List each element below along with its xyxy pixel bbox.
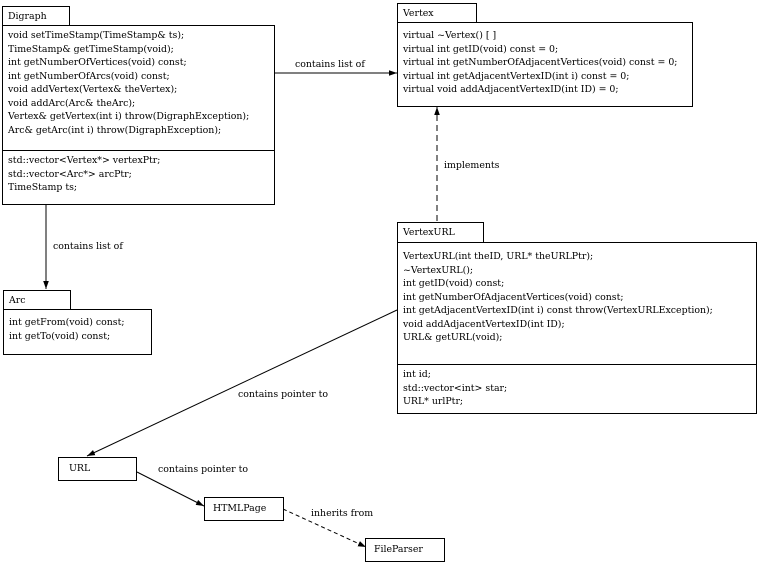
vertexurl-operation: int getAdjacentVertexID(int i) const thr… [403, 305, 713, 316]
vertex-operation: virtual int getNumberOfAdjacentVertices(… [403, 57, 678, 68]
vertex-class-box: virtual ~Vertex() [ ] virtual int getID(… [397, 22, 693, 107]
vertexurl-class-name: VertexURL [397, 222, 484, 243]
digraph-attribute: std::vector<Vertex*> vertexPtr; [8, 155, 161, 166]
fileparser-class-box: FileParser [365, 538, 445, 562]
vertexurl-attribute: std::vector<int> star; [403, 382, 508, 394]
digraph-operation: void addArc(Arc& theArc); [8, 97, 136, 109]
relation-label-vertexurl-url: contains pointer to [238, 389, 328, 401]
relation-label-vertexurl-vertex: implements [444, 160, 500, 172]
digraph-operation: void setTimeStamp(TimeStamp& ts); [8, 30, 185, 41]
arrow-vertexurl-to-url [86, 309, 398, 457]
relation-label-digraph-arc: contains list of [53, 241, 123, 253]
digraph-class-name: Digraph [2, 6, 70, 26]
digraph-operation: Arc& getArc(int i) throw(DigraphExceptio… [8, 124, 222, 136]
vertex-operation: virtual int getAdjacentVertexID(int i) c… [403, 70, 630, 82]
digraph-operations: void setTimeStamp(TimeStamp& ts); TimeSt… [3, 26, 274, 150]
vertexurl-attributes: int id; std::vector<int> star; URL* urlP… [398, 364, 756, 411]
vertexurl-attribute: int id; [403, 369, 431, 380]
digraph-attributes: std::vector<Vertex*> vertexPtr; std::vec… [3, 150, 274, 197]
digraph-operation: TimeStamp& getTimeStamp(void); [8, 43, 174, 55]
vertex-class-name: Vertex [397, 3, 477, 23]
url-class-box: URL [58, 457, 137, 481]
vertexurl-operation: URL& getURL(void); [403, 332, 503, 343]
vertex-operations: virtual ~Vertex() [ ] virtual int getID(… [398, 23, 692, 99]
arc-class-box: int getFrom(void) const; int getTo(void)… [3, 309, 152, 355]
relation-label-url-htmlpage: contains pointer to [158, 464, 248, 476]
arrow-url-to-htmlpage [136, 471, 205, 507]
vertexurl-operation: VertexURL(int theID, URL* theURLPtr); [403, 251, 594, 262]
vertexurl-operation: void addAdjacentVertexID(int ID); [403, 318, 565, 330]
arc-operation: int getFrom(void) const; [9, 317, 125, 328]
htmlpage-class-box: HTMLPage [204, 497, 284, 521]
digraph-operation: int getNumberOfArcs(void) const; [8, 70, 170, 82]
arrow-htmlpage-to-fileparser [282, 508, 367, 548]
vertex-operation: virtual int getID(void) const = 0; [403, 43, 559, 55]
digraph-operation: Vertex& getVertex(int i) throw(DigraphEx… [8, 111, 250, 122]
arc-operations: int getFrom(void) const; int getTo(void)… [4, 310, 151, 345]
digraph-attribute: TimeStamp ts; [8, 182, 78, 193]
vertexurl-operation: int getID(void) const; [403, 278, 505, 289]
arc-operation: int getTo(void) const; [9, 330, 111, 342]
vertexurl-operation: int getNumberOfAdjacentVertices(void) co… [403, 291, 624, 303]
vertexurl-class-box: VertexURL(int theID, URL* theURLPtr); ~V… [397, 242, 757, 414]
vertexurl-attribute: URL* urlPtr; [403, 396, 464, 407]
arc-class-name: Arc [3, 290, 71, 310]
relation-label-htmlpage-fileparser: inherits from [311, 508, 374, 520]
vertexurl-operation: ~VertexURL(); [403, 264, 474, 276]
vertex-operation: virtual ~Vertex() [ ] [403, 30, 497, 41]
digraph-attribute: std::vector<Arc*> arcPtr; [8, 168, 132, 180]
digraph-operation: int getNumberOfVertices(void) const; [8, 57, 187, 68]
vertex-operation: virtual void addAdjacentVertexID(int ID)… [403, 84, 619, 95]
relation-label-digraph-vertex: contains list of [295, 59, 365, 70]
digraph-class-box: void setTimeStamp(TimeStamp& ts); TimeSt… [2, 25, 275, 205]
vertexurl-operations: VertexURL(int theID, URL* theURLPtr); ~V… [398, 243, 756, 364]
digraph-operation: void addVertex(Vertex& theVertex); [8, 84, 178, 95]
